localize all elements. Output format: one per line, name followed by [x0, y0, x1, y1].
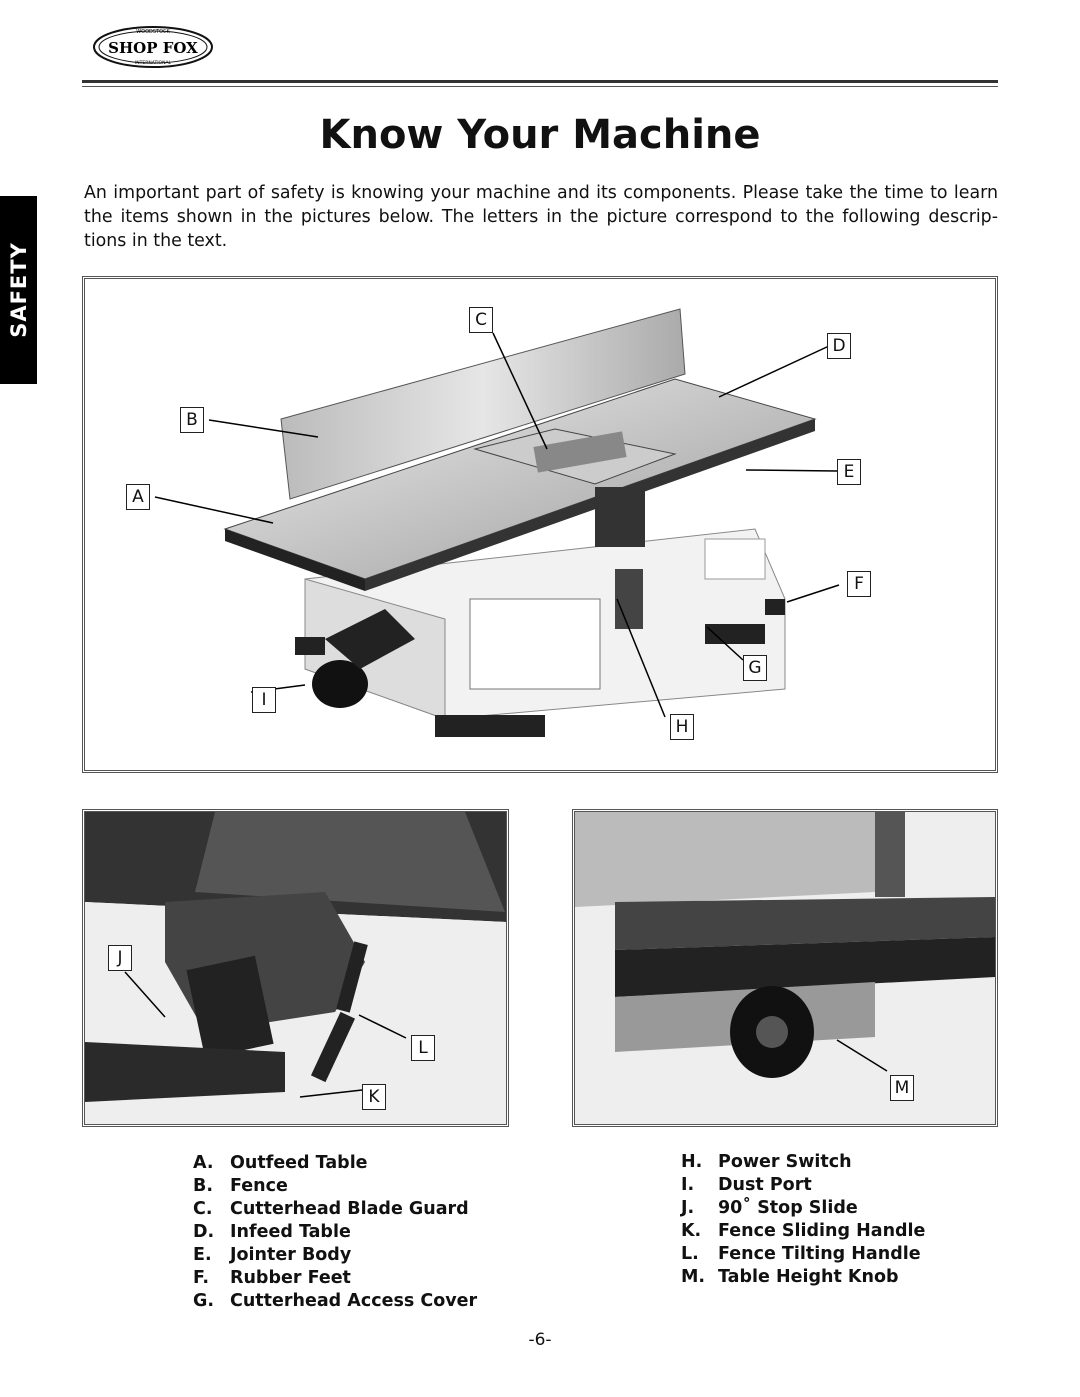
svg-text:WOODSTOCK: WOODSTOCK [136, 29, 170, 35]
callout-f: F [847, 571, 871, 597]
legend-item: G.Cutterhead Access Cover [193, 1291, 478, 1311]
legend-left: A.Outfeed Table B.Fence C.Cutterhead Bla… [193, 1152, 477, 1313]
legend-item: M.Table Height Knob [681, 1267, 899, 1287]
callout-i: I [252, 687, 276, 713]
legend-item: I.Dust Port [681, 1175, 812, 1195]
knob-detail-figure: M [572, 809, 998, 1127]
legend-item: A.Outfeed Table [193, 1153, 368, 1173]
legend-item: F.Rubber Feet [193, 1268, 351, 1288]
shop-fox-logo: WOODSTOCK SHOP FOX INTERNATIONAL [92, 24, 214, 70]
header-rule-thin [82, 86, 998, 87]
intro-paragraph: An important part of safety is knowing y… [84, 183, 998, 251]
legend-item: J.90˚ Stop Slide [681, 1198, 858, 1218]
callout-c: C [469, 307, 493, 333]
legend-item: B.Fence [193, 1176, 288, 1196]
jointer-illustration [154, 308, 840, 737]
knob-detail-illustration [575, 812, 995, 1124]
callout-m: M [890, 1075, 914, 1101]
callout-d: D [827, 333, 851, 359]
fence-detail-figure: J K L [82, 809, 509, 1127]
callout-j: J [108, 945, 132, 971]
callout-e: E [837, 459, 861, 485]
legend-item: D.Infeed Table [193, 1222, 351, 1242]
legend-item: K.Fence Sliding Handle [681, 1221, 926, 1241]
svg-text:INTERNATIONAL: INTERNATIONAL [135, 60, 172, 66]
legend-item: E.Jointer Body [193, 1245, 352, 1265]
main-machine-figure: A B C D E F G H I [82, 276, 998, 773]
callout-k: K [362, 1084, 386, 1110]
legend-item: L.Fence Tilting Handle [681, 1244, 921, 1264]
callout-g: G [743, 655, 767, 681]
legend-item: H.Power Switch [681, 1152, 852, 1172]
callout-a: A [126, 484, 150, 510]
legend-right: H.Power Switch I.Dust Port J.90˚ Stop Sl… [681, 1151, 925, 1289]
callout-h: H [670, 714, 694, 740]
section-tab: SAFETY [0, 196, 37, 384]
header-rule [82, 80, 998, 83]
page-title: Know Your Machine [319, 112, 761, 158]
callout-l: L [411, 1035, 435, 1061]
svg-text:SHOP FOX: SHOP FOX [108, 39, 198, 57]
section-tab-label: SAFETY [6, 242, 31, 338]
page-number: -6- [528, 1330, 552, 1350]
legend-item: C.Cutterhead Blade Guard [193, 1199, 469, 1219]
callout-b: B [180, 407, 204, 433]
fence-detail-illustration [85, 812, 506, 1124]
